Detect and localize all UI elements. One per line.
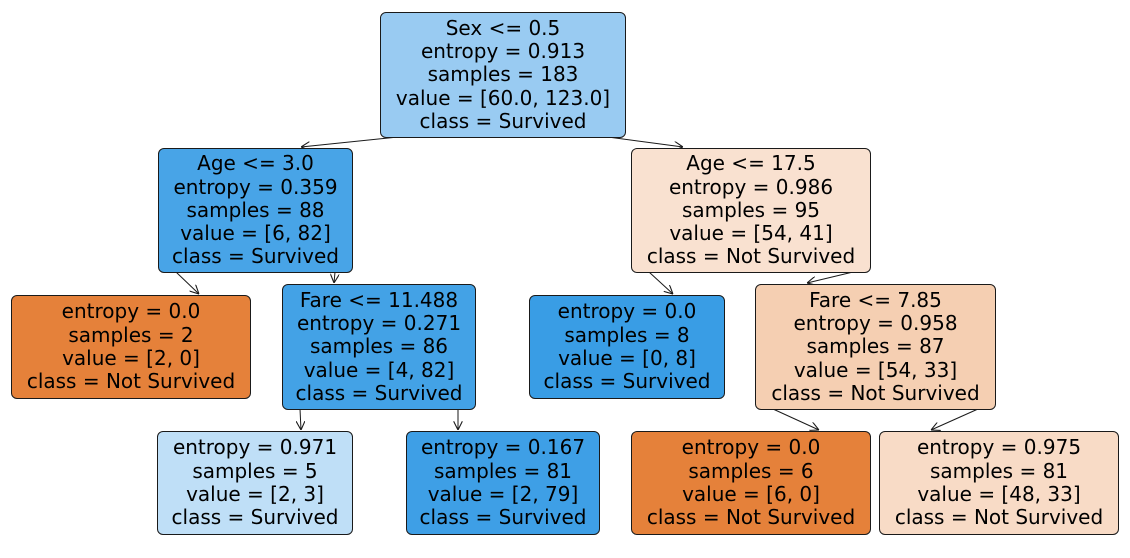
node-line: entropy = 0.0 [61, 299, 201, 324]
node-line: samples = 81 [433, 458, 573, 483]
node-line: entropy = 0.986 [668, 174, 834, 199]
node-line: entropy = 0.359 [173, 174, 338, 199]
node-line: class = Not Survived [771, 380, 980, 405]
node-line: Age <= 17.5 [686, 151, 816, 176]
node-line: class = Survived [419, 505, 587, 530]
node-line: entropy = 0.167 [420, 435, 586, 460]
node-line: samples = 2 [68, 322, 194, 347]
node-line: samples = 88 [186, 197, 325, 222]
node-line: value = [6, 0] [682, 482, 820, 506]
node-line: class = Survived [295, 380, 463, 405]
edge-n1-n2 [175, 271, 199, 294]
node-line: Sex <= 0.5 [445, 15, 561, 40]
node-line: Fare <= 7.85 [809, 287, 942, 312]
edge-layer [175, 136, 979, 430]
node-line: class = Survived [171, 505, 339, 530]
node-line: entropy = 0.0 [557, 299, 697, 324]
node-line: Fare <= 11.488 [299, 287, 459, 312]
node-line: class = Survived [172, 244, 339, 269]
node-line: value = [54, 41] [669, 221, 833, 246]
node-line: entropy = 0.271 [296, 311, 462, 336]
node-line: value = [60.0, 123.0] [395, 85, 611, 110]
node-line: value = [54, 33] [793, 357, 958, 382]
edge-n3-n4 [300, 408, 301, 430]
node-line: value = [6, 82] [180, 221, 331, 246]
node-line: entropy = 0.971 [172, 435, 338, 460]
node-line: value = [2, 79] [427, 482, 579, 506]
node-line: samples = 86 [309, 334, 449, 359]
node-line: samples = 95 [681, 197, 821, 222]
node-line: value = [0, 8] [558, 346, 696, 370]
edge-n6-n8 [807, 271, 854, 283]
edge-n8-n10 [931, 408, 979, 430]
node-line: class = Not Survived [894, 505, 1104, 530]
node-line: value = [48, 33] [917, 482, 1081, 506]
node-line: samples = 8 [564, 322, 690, 347]
edge-root-n6 [607, 136, 683, 147]
node-line: entropy = 0.913 [420, 39, 586, 64]
node-line: class = Not Survived [646, 505, 856, 530]
node-line: Age <= 3.0 [197, 151, 314, 176]
node-line: class = Not Survived [26, 369, 236, 394]
edge-n8-n9 [772, 408, 819, 430]
node-line: samples = 5 [192, 458, 318, 483]
node-line: samples = 183 [427, 62, 579, 87]
node-line: samples = 6 [688, 458, 814, 483]
node-line: entropy = 0.975 [916, 435, 1082, 460]
node-line: samples = 81 [929, 458, 1069, 483]
node-line: class = Survived [419, 108, 587, 133]
node-line: entropy = 0.0 [681, 435, 821, 460]
node-line: class = Survived [543, 369, 711, 394]
node-line: value = [2, 3] [186, 482, 324, 506]
node-line: value = [2, 0] [62, 346, 200, 370]
node-line: class = Not Survived [646, 244, 856, 269]
edge-n1-n3 [334, 271, 335, 283]
node-line: entropy = 0.958 [793, 311, 958, 336]
edge-root-n1 [301, 136, 399, 147]
node-line: value = [4, 82] [303, 357, 455, 382]
node-line: samples = 87 [806, 334, 945, 359]
edge-n6-n7 [648, 271, 673, 294]
